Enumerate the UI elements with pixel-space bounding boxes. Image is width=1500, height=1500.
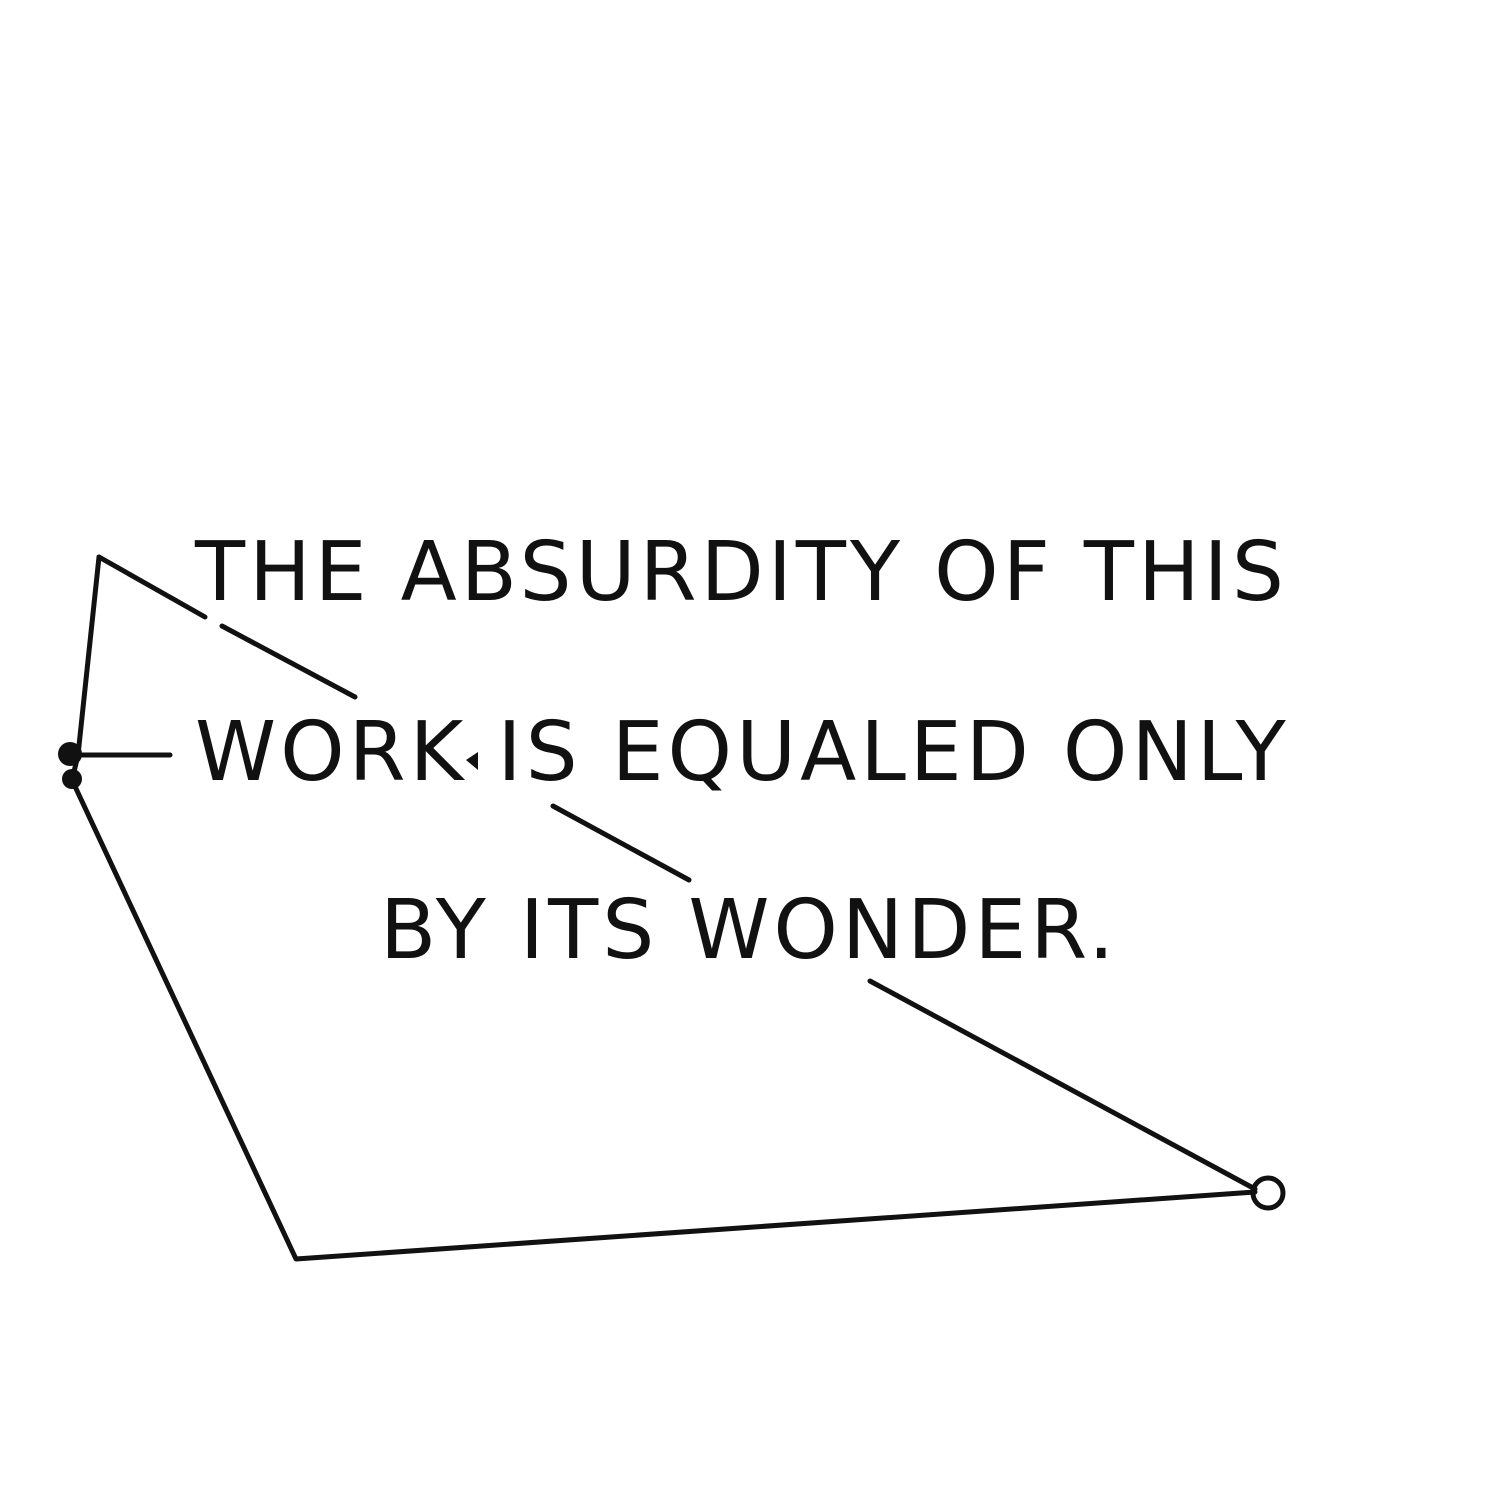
text-line-1: THE ABSURDITY OF THIS bbox=[194, 525, 1288, 620]
text-line-3: BY ITS WONDER. bbox=[380, 883, 1118, 978]
middle-diagonal-segment bbox=[550, 803, 692, 883]
top-diagonal-segment-2 bbox=[219, 623, 358, 700]
top-diagonal-segment-1 bbox=[96, 554, 208, 620]
node-dot-lower bbox=[62, 769, 82, 789]
node-dot-upper bbox=[58, 742, 82, 766]
small-pointer-mark bbox=[466, 752, 478, 770]
text-line-2: WORK IS EQUALED ONLY bbox=[195, 705, 1290, 800]
terminal-open-circle bbox=[1250, 1175, 1286, 1211]
lower-diagonal-segment bbox=[867, 978, 1258, 1192]
